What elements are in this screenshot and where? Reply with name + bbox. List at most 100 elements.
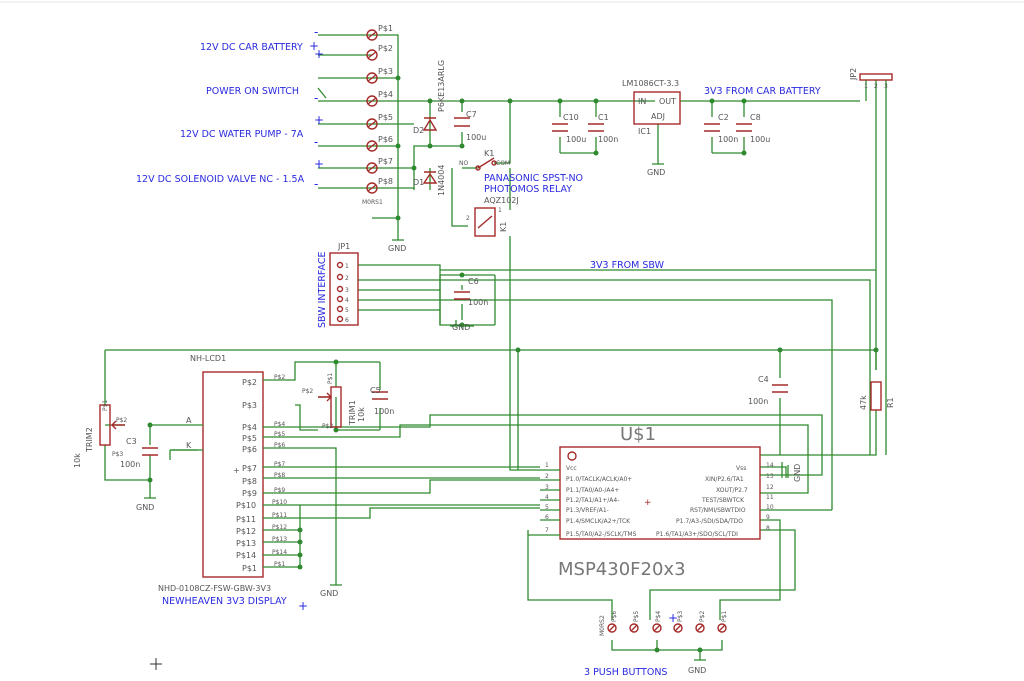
screw-pin-label: P$7	[378, 157, 393, 166]
k1-pin1: 1	[498, 207, 502, 214]
jp1-pin: 4	[345, 297, 349, 304]
svg-text:+: +	[668, 611, 678, 625]
jp2-pin: 2	[874, 83, 878, 90]
c5-name: C5	[370, 386, 381, 395]
mcu-right-num: 9	[766, 514, 770, 521]
junctions	[147, 75, 879, 653]
c6-name: C6	[468, 277, 479, 286]
mcu-left-name: P1.4/SMCLK/A2+/TCK	[566, 518, 631, 525]
mcu-left-num: 2	[545, 473, 549, 480]
k1-coil-name: K1	[499, 222, 508, 232]
jp1-name: JP1	[337, 242, 350, 251]
k1-part-number: AQZ102J	[484, 196, 519, 205]
trim1-value: 10k	[357, 407, 366, 422]
screw-pin-label: P$3	[378, 67, 393, 76]
reg-in: IN	[638, 97, 646, 106]
c2-value: 100n	[718, 135, 738, 144]
mcu-name: U$1	[620, 424, 656, 445]
k1-relay-switch: K1 NO COM	[459, 149, 510, 171]
c10-name: C10	[563, 113, 579, 122]
lcd-pin: P$6	[242, 445, 257, 454]
note-3v3-sbw: 3V3 FROM SBW	[590, 260, 665, 271]
mcu-right-name: RST/NMI/SBWTDIO	[690, 507, 746, 514]
sw-pin: P$4	[655, 611, 662, 622]
c7-value: 100u	[466, 133, 486, 142]
push-button-header: M0RS2 P$6 P$5 P$4 P$3 P$2 P$1	[599, 611, 728, 636]
mcu-right-name: XIN/P2.6/TA1	[705, 476, 744, 483]
screw-pin-label: P$6	[378, 135, 393, 144]
mcu-left-name: Vcc	[566, 465, 577, 472]
d1-diode: D1 1N4004	[413, 165, 446, 196]
mcu-right-num: 12	[766, 484, 774, 491]
trim1-p3: P$3	[322, 423, 333, 430]
lcd-pin: P$2	[242, 378, 257, 387]
gnd-label: GND	[793, 464, 802, 482]
reg-adj: ADJ	[651, 112, 665, 121]
lcd-out-label: P$6	[274, 442, 285, 449]
jp1-pin: 6	[345, 317, 349, 324]
lcd-pin: P$4	[242, 423, 257, 432]
c8-name: C8	[750, 113, 761, 122]
lcd-out-label: P$11	[272, 512, 287, 519]
d2-tvs-diode: D2 P6KE13ARLG	[413, 60, 446, 135]
svg-text:+: +	[314, 157, 324, 171]
r1-name: R1	[886, 397, 895, 408]
k1-name: K1	[484, 149, 494, 158]
mcu-left-name: P1.3/VREF/A1-	[566, 507, 609, 514]
note-display-name: NEWHEAVEN 3V3 DISPLAY	[162, 596, 287, 607]
lcd-pin: P$9	[242, 489, 257, 498]
sw-name: M0RS2	[599, 615, 606, 636]
note-solenoid: 12V DC SOLENOID VALVE NC - 1.5A	[136, 174, 305, 185]
c5-capacitor: C5 100n	[370, 386, 394, 416]
trim1-p1: P$1	[327, 373, 334, 384]
trim2-potentiometer: P$1 P$2 P$3 TRIM2 10k	[73, 400, 127, 468]
mcu-right-num: 10	[766, 504, 774, 511]
lcd-pin: P$7	[242, 464, 257, 473]
lcd-pin: P$11	[236, 515, 256, 524]
sw-pin: P$5	[633, 611, 640, 622]
c4-capacitor: C4 100n	[748, 375, 788, 406]
svg-text:-: -	[314, 91, 318, 105]
d2-name: D2	[413, 126, 424, 135]
svg-text:+: +	[314, 113, 324, 127]
c10-capacitor: C10 100u	[552, 113, 586, 144]
c6-value: 100n	[468, 298, 488, 307]
c2-name: C2	[718, 113, 729, 122]
screw-terminal-block: P$1 P$2 P$3 P$4 P$5 P$6 P$7 P$8 M0RS1	[362, 24, 393, 206]
mcu-left-num: 6	[545, 514, 549, 521]
lcd-pin: P$14	[236, 551, 256, 560]
mcu-left-num: 4	[545, 494, 549, 501]
lcd-module: NH-LCD1 P$2 P$3 P$4 P$5 P$6 P$7 P$8 P$9 …	[169, 354, 287, 578]
lcd-out-label: P$12	[272, 524, 287, 531]
lcd-out-label: P$5	[274, 431, 285, 438]
lcd-pin: P$3	[242, 401, 257, 410]
trim2-name: TRIM2	[85, 427, 94, 453]
mcu-right-name: P1.6/TA1/A3+/SDO/SCL/TDI	[656, 531, 738, 538]
screw-pin-label: P$8	[378, 177, 393, 186]
jp2-connector: JP2 1 2 3	[849, 68, 893, 90]
mcu-right-name: XOUT/P2.7	[716, 487, 748, 494]
note-push-buttons: 3 PUSH BUTTONS	[584, 667, 667, 678]
lcd-out-label: P$7	[274, 461, 285, 468]
mcu-left-name: P1.1/TA0/A0-/A4+	[566, 487, 619, 494]
reg-part-name: LM1086CT-3.3	[622, 79, 679, 88]
d2-value: P6KE13ARLG	[437, 60, 446, 112]
jp2-name: JP2	[849, 68, 858, 81]
r1-resistor: R1 47k	[859, 381, 895, 411]
sw-pin: P$2	[699, 611, 706, 622]
note-relay-1: PANASONIC SPST-NO	[484, 173, 583, 184]
c8-value: 100u	[750, 135, 770, 144]
c1-name: C1	[598, 113, 609, 122]
lcd-pin: P$13	[236, 539, 256, 548]
lcd-plus-mark: +	[233, 466, 240, 475]
jp2-pin: 3	[884, 83, 888, 90]
origin-crosshair	[150, 658, 162, 670]
mcu-right-num: 11	[766, 494, 774, 501]
lcd-a-label: A	[186, 416, 192, 425]
mcu-right-name: P1.7/A3-/SDI/SDA/TDO	[676, 518, 743, 525]
polarity-marks: -+ -+ -+ -	[314, 25, 324, 191]
mcu-msp430: U$1 MSP430F20x3 + 1 2 3 4 5 6 7 Vcc P1.0…	[540, 424, 832, 580]
gnd-label: GND	[688, 666, 706, 675]
c6-capacitor: C6 100n	[454, 277, 488, 307]
wires	[104, 34, 887, 660]
